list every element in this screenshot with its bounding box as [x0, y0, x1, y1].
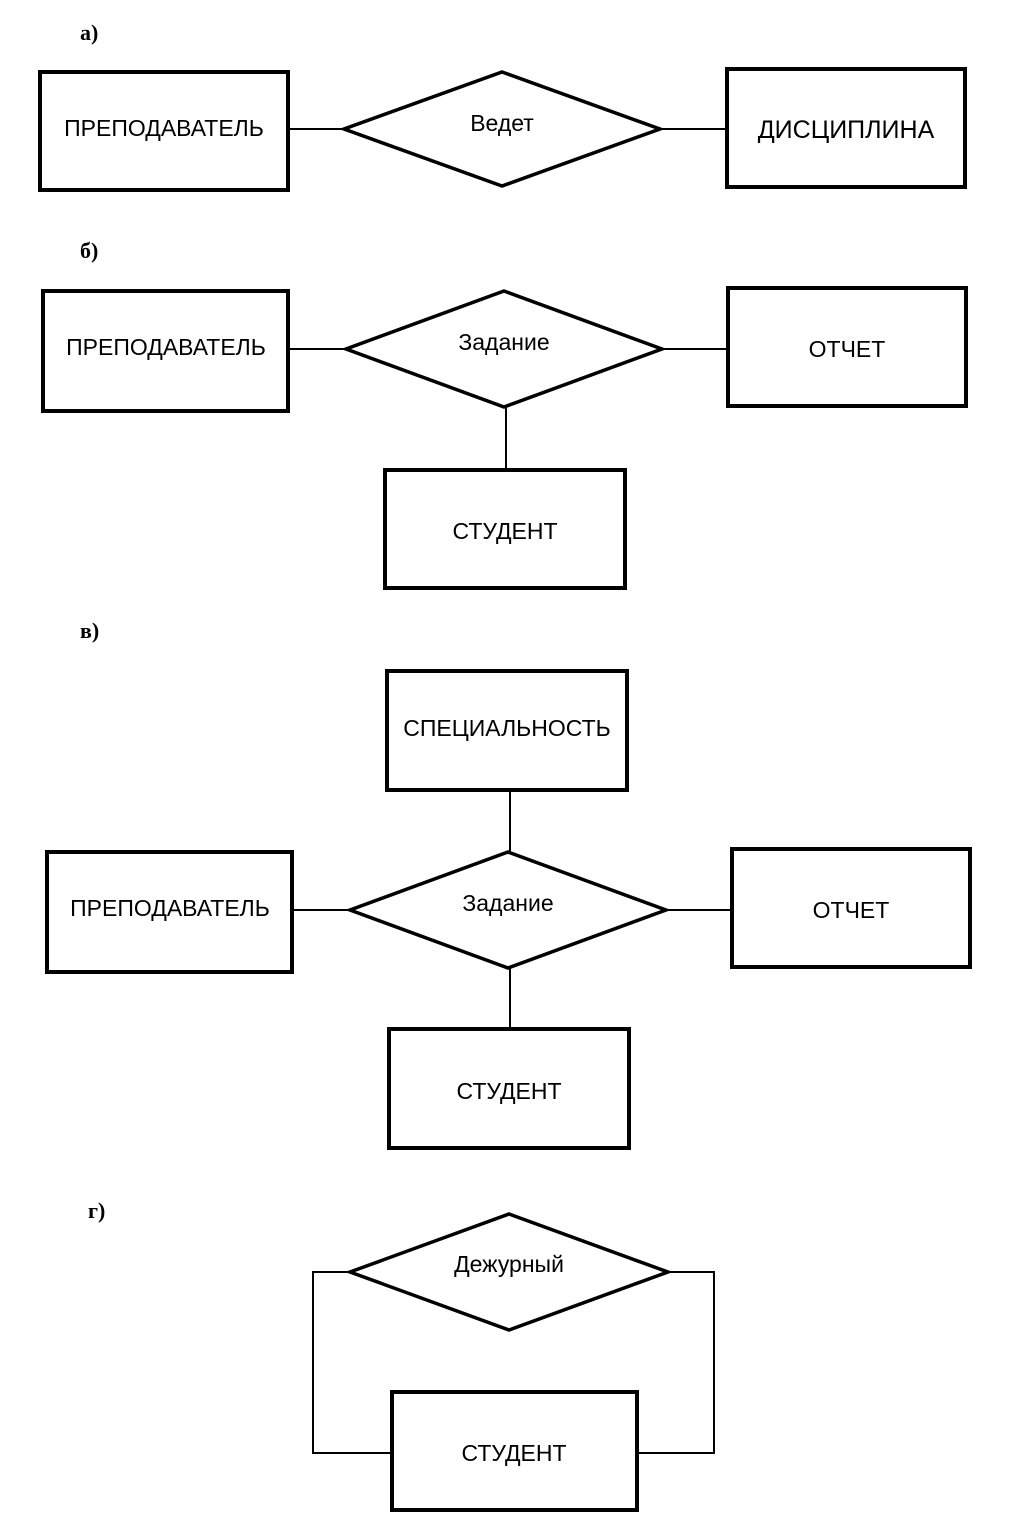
entity-c-teacher-label: ПРЕПОДАВАТЕЛЬ: [70, 895, 270, 921]
section-c: в) СПЕЦИАЛЬНОСТЬ ПРЕПОДАВАТЕЛЬ Задание О…: [45, 618, 972, 1150]
entity-b-student: [383, 468, 627, 590]
section-d: г) Дежурный СТУДЕНТ: [88, 1198, 715, 1512]
entity-c-specialty: [385, 669, 629, 792]
entity-a-teacher: [38, 70, 290, 192]
entity-c-teacher: [45, 850, 294, 974]
relationship-c-label: Задание: [462, 890, 553, 916]
section-a: а) ПРЕПОДАВАТЕЛЬ Ведет ДИСЦИПЛИНА: [38, 20, 967, 192]
relationship-d-on-duty: [344, 1212, 674, 1332]
entity-b-report-label: ОТЧЕТ: [809, 336, 886, 362]
entity-c-report: [730, 847, 972, 969]
section-b-label: б): [80, 238, 98, 263]
connector-d-right-loop: [637, 1271, 715, 1454]
entity-b-teacher: [41, 289, 290, 413]
relationship-a-teaches: [338, 70, 666, 188]
entity-a-discipline: [725, 67, 967, 189]
section-a-label: а): [80, 20, 98, 45]
entity-a-discipline-label: ДИСЦИПЛИНА: [758, 116, 935, 144]
entity-d-student: [390, 1390, 639, 1512]
section-b: б) ПРЕПОДАВАТЕЛЬ Задание ОТЧЕТ СТУДЕНТ: [41, 238, 968, 590]
section-c-label: в): [80, 618, 99, 643]
entity-b-report: [726, 286, 968, 408]
entity-c-report-label: ОТЧЕТ: [813, 897, 890, 923]
connector-d-left-loop: [312, 1271, 392, 1454]
entity-c-student: [387, 1027, 631, 1150]
relationship-b-assignment: [340, 289, 668, 409]
entity-b-student-label: СТУДЕНТ: [452, 518, 557, 544]
relationship-c-assignment: [344, 850, 672, 970]
entity-b-teacher-label: ПРЕПОДАВАТЕЛЬ: [66, 334, 266, 360]
entity-a-teacher-label: ПРЕПОДАВАТЕЛЬ: [64, 115, 264, 141]
relationship-b-label: Задание: [458, 329, 549, 355]
entity-c-specialty-label: СПЕЦИАЛЬНОСТЬ: [403, 715, 611, 741]
relationship-a-label: Ведет: [470, 110, 534, 136]
section-d-label: г): [88, 1198, 105, 1223]
entity-c-student-label: СТУДЕНТ: [456, 1078, 561, 1104]
relationship-d-label: Дежурный: [454, 1251, 564, 1277]
entity-d-student-label: СТУДЕНТ: [461, 1440, 566, 1466]
